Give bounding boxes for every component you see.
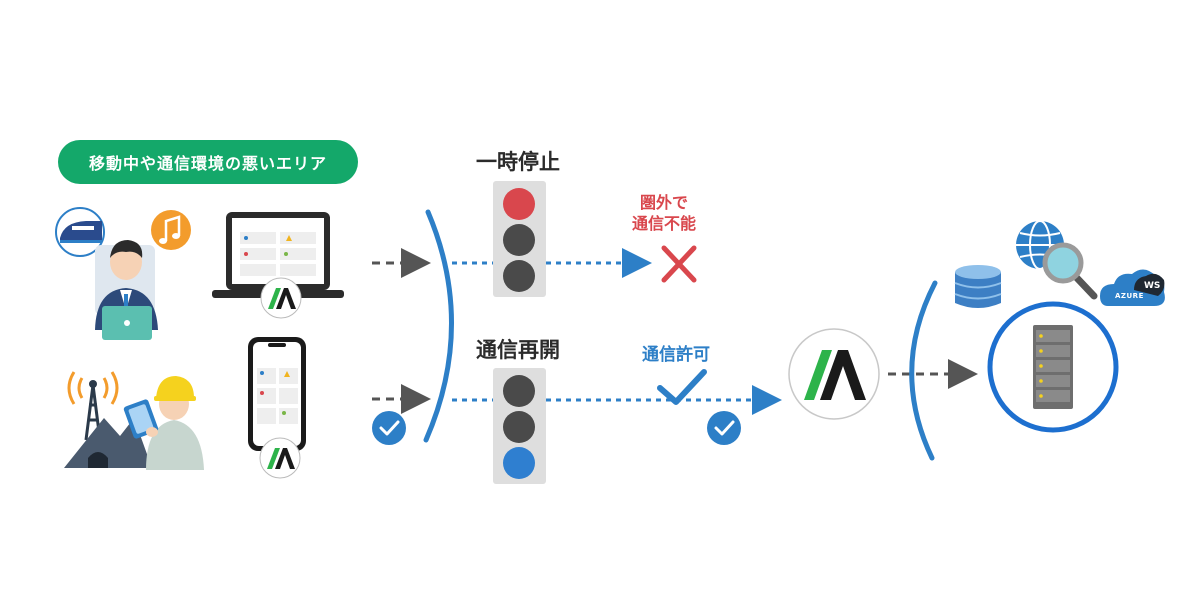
cloud-icon: [1100, 269, 1165, 306]
area-label-text: 移動中や通信環境の悪いエリア: [88, 154, 327, 173]
database-icon: [954, 265, 1002, 308]
radio-tower-icon: [67, 371, 119, 441]
app-logo-icon: [788, 328, 880, 420]
bracket-left: [423, 209, 454, 443]
server-icon: [987, 301, 1119, 433]
light-top-red: [503, 188, 535, 220]
no-service-label: 圏外で 通信不能: [632, 192, 696, 234]
bullet-train-icon: [55, 207, 105, 257]
check-icon: [707, 411, 741, 445]
light-bottom-off: [503, 260, 535, 292]
smartphone-icon: [248, 337, 306, 451]
bracket-right: [909, 280, 938, 461]
app-logo-icon: [259, 437, 301, 479]
magnifier-icon: [1042, 242, 1098, 300]
music-note-icon: [151, 210, 191, 250]
resume-state-label: 通信再開: [476, 338, 560, 362]
light-bottom-blue: [503, 447, 535, 479]
area-label-badge: 移動中や通信環境の悪いエリア: [58, 140, 358, 184]
light-top-off: [503, 375, 535, 407]
traffic-light-icon: [493, 368, 546, 484]
no-service-line2: 通信不能: [632, 214, 697, 233]
check-icon: [372, 411, 406, 445]
light-middle-off: [503, 411, 535, 443]
traffic-light-icon: [493, 181, 546, 297]
mountain-tunnel-icon: [64, 418, 152, 468]
aws-label: WS: [1144, 281, 1161, 291]
light-middle-off: [503, 224, 535, 256]
allowed-label: 通信許可: [642, 345, 710, 365]
no-service-line1: 圏外で: [640, 193, 689, 212]
check-icon: [657, 369, 707, 405]
person-laptop-icon: [95, 240, 158, 340]
laptop-icon: [212, 212, 344, 298]
cross-icon: [661, 245, 697, 283]
azure-label: AZURE: [1115, 292, 1144, 300]
worker-tablet-icon: [123, 376, 204, 470]
pause-state-label: 一時停止: [476, 150, 560, 174]
app-logo-icon: [260, 277, 302, 319]
